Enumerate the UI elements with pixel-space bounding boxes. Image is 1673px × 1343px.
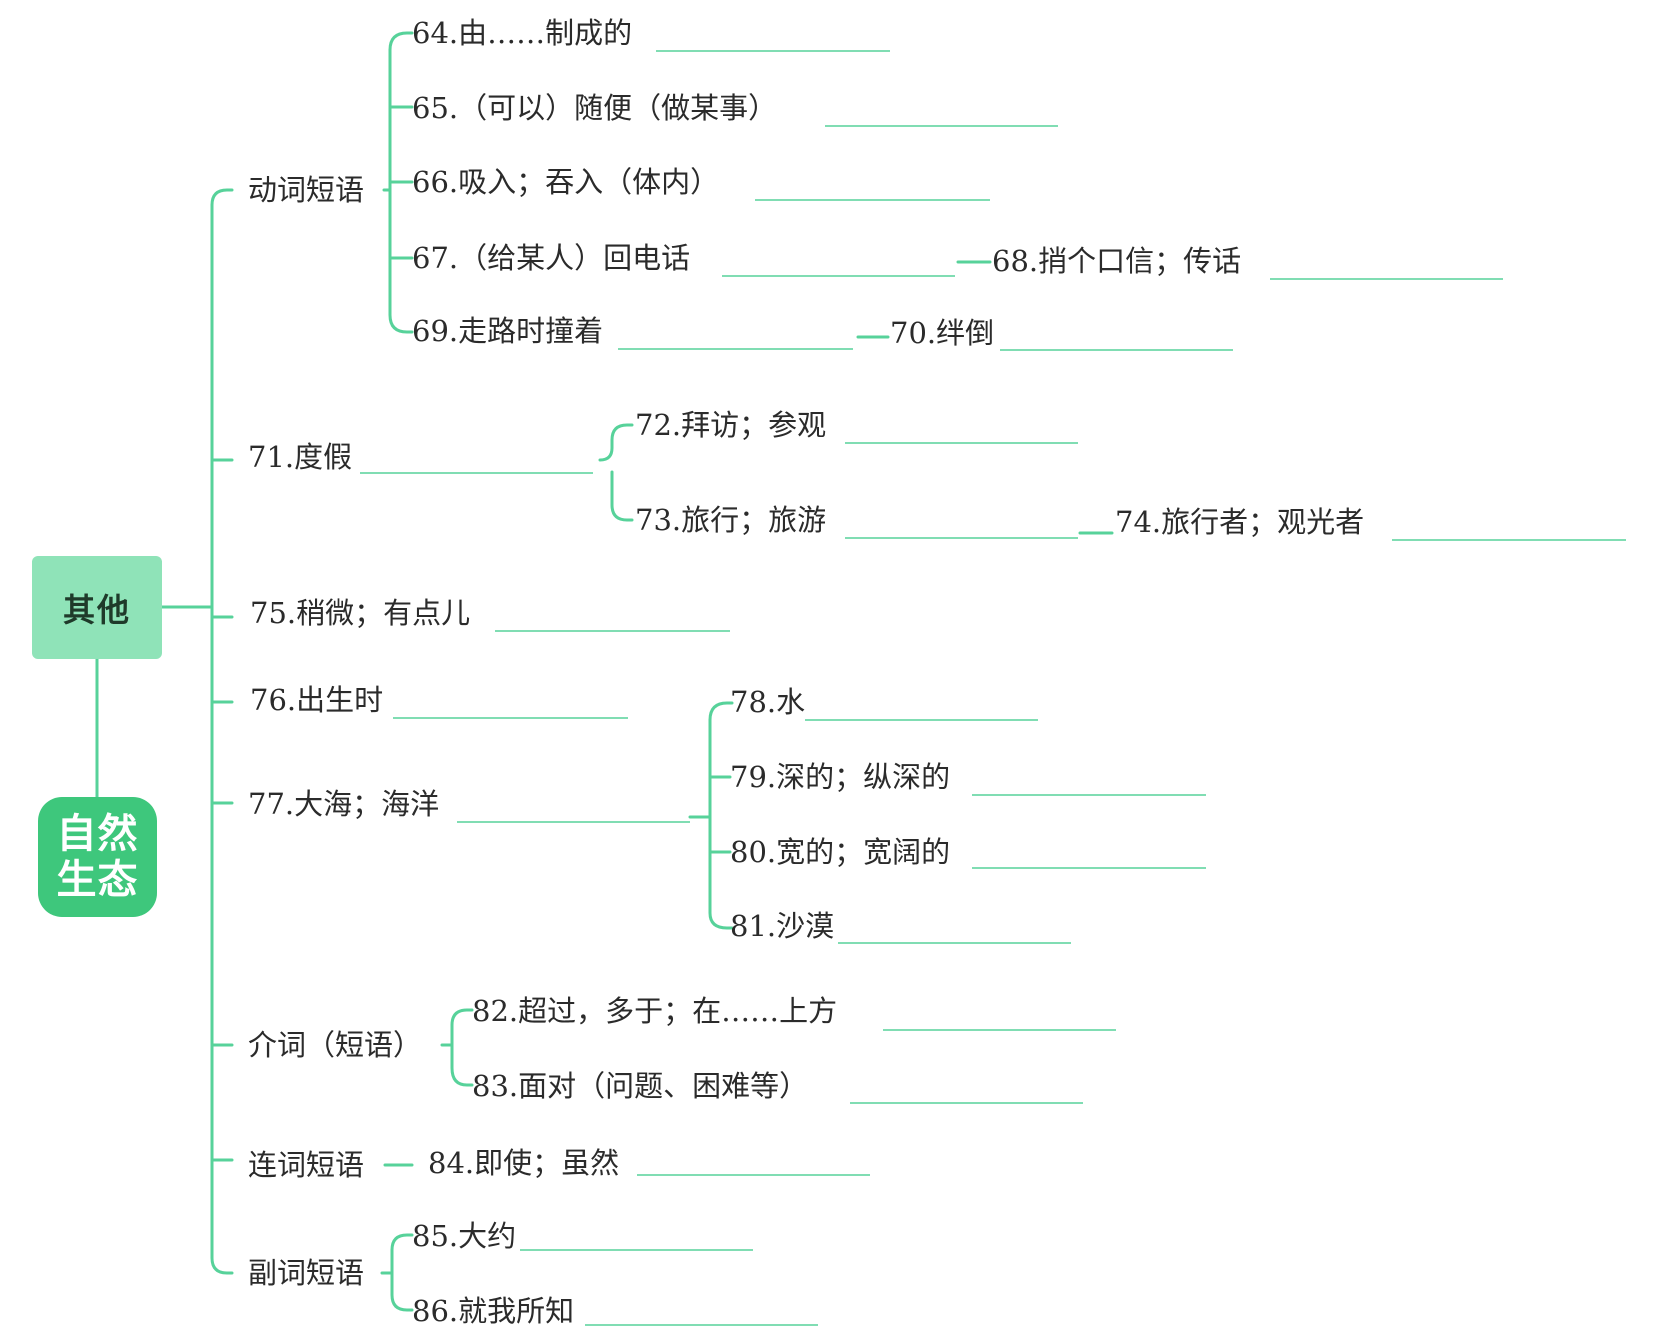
item-80: 80.宽的；宽阔的 xyxy=(730,835,951,869)
theme-badge-line-1: 自然 xyxy=(56,811,139,857)
item-64: 64.由……制成的 xyxy=(412,16,633,50)
item-86: 86.就我所知 xyxy=(412,1294,575,1328)
item-85: 85.大约 xyxy=(412,1219,517,1253)
item-74: 74.旅行者；观光者 xyxy=(1115,505,1365,539)
item-77: 77.大海；海洋 xyxy=(248,787,440,821)
item-78: 78.水 xyxy=(730,685,806,719)
item-68: 68.捎个口信；传话 xyxy=(992,244,1242,278)
root-label: 其他 xyxy=(62,590,131,629)
item-76: 76.出生时 xyxy=(250,683,384,717)
category-prep-phrases: 介词（短语） xyxy=(248,1028,423,1062)
connector-lines xyxy=(95,31,1114,1312)
category-verb-phrases: 动词短语 xyxy=(248,173,365,207)
item-79: 79.深的；纵深的 xyxy=(730,760,951,794)
theme-badge-nature-ecology: 自然 生态 xyxy=(38,797,157,917)
answer-blanks xyxy=(360,50,1626,1326)
root-node-other: 其他 xyxy=(32,556,162,659)
category-adv-phrases: 副词短语 xyxy=(248,1256,365,1290)
item-67: 67.（给某人）回电话 xyxy=(412,241,691,275)
category-conj-phrases: 连词短语 xyxy=(248,1148,365,1182)
item-82: 82.超过，多于；在……上方 xyxy=(472,994,838,1028)
item-69: 69.走路时撞着 xyxy=(412,314,604,348)
item-72: 72.拜访；参观 xyxy=(635,408,827,442)
theme-badge-line-2: 生态 xyxy=(56,857,139,903)
item-66: 66.吸入；吞入（体内） xyxy=(412,165,720,199)
item-83: 83.面对（问题、困难等） xyxy=(472,1069,809,1103)
item-65: 65.（可以）随便（做某事） xyxy=(412,91,778,125)
item-73: 73.旅行；旅游 xyxy=(635,503,827,537)
item-75: 75.稍微；有点儿 xyxy=(250,596,471,630)
item-81: 81.沙漠 xyxy=(730,909,835,943)
item-71: 71.度假 xyxy=(248,440,353,474)
item-70: 70.绊倒 xyxy=(890,316,995,350)
item-84: 84.即使；虽然 xyxy=(428,1146,620,1180)
